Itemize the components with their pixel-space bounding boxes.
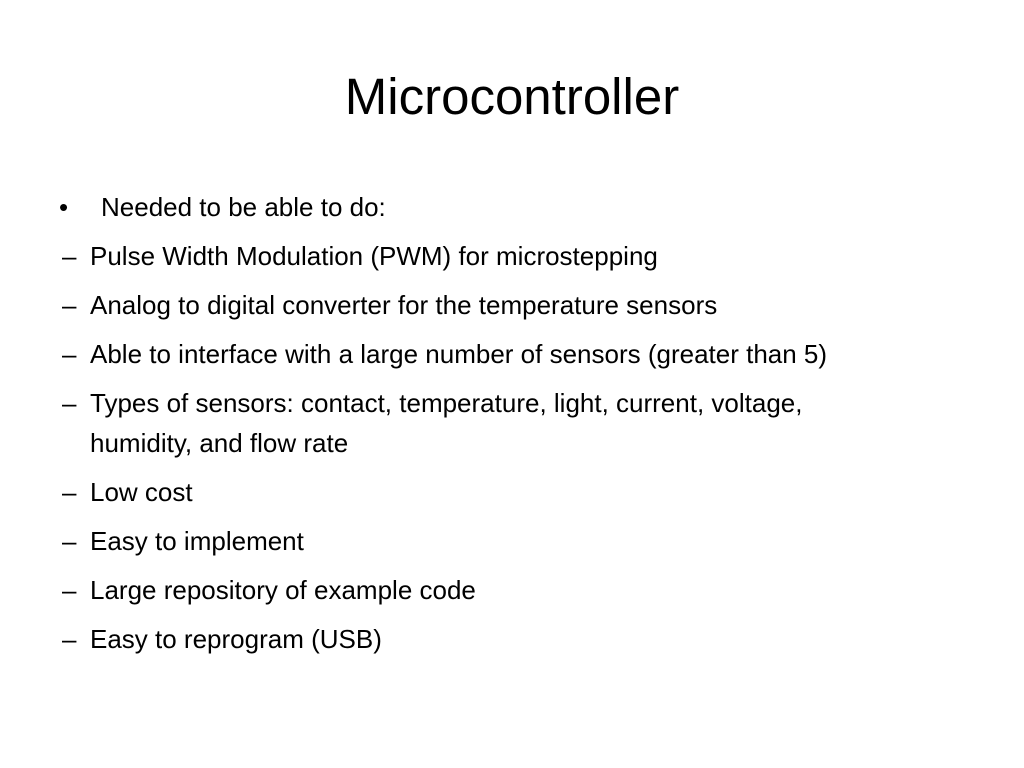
sub-bullet-marker: – [62, 526, 77, 556]
sub-bullet-marker: – [62, 241, 77, 271]
sub-bullet-item: – Analog to digital converter for the te… [62, 285, 892, 325]
sub-bullet-item: – Low cost [62, 472, 892, 512]
sub-bullet-list: – Pulse Width Modulation (PWM) for micro… [62, 236, 892, 668]
sub-bullet-text: Able to interface with a large number of… [90, 339, 828, 369]
sub-bullet-text: Pulse Width Modulation (PWM) for microst… [90, 241, 658, 271]
sub-bullet-marker: – [62, 624, 77, 654]
sub-bullet-marker: – [62, 388, 77, 418]
bullet-list: • Needed to be able to do: [55, 188, 955, 236]
sub-bullet-marker: – [62, 290, 77, 320]
sub-bullet-text: Types of sensors: contact, temperature, … [90, 388, 803, 458]
bullet-item: • Needed to be able to do: [55, 188, 955, 226]
bullet-text: Needed to be able to do: [101, 192, 386, 222]
sub-bullet-text: Easy to reprogram (USB) [90, 624, 382, 654]
bullet-marker: • [59, 192, 69, 222]
sub-bullet-text: Large repository of example code [90, 575, 476, 605]
sub-bullet-marker: – [62, 339, 77, 369]
sub-bullet-text: Easy to implement [90, 526, 304, 556]
sub-bullet-item: – Pulse Width Modulation (PWM) for micro… [62, 236, 892, 276]
slide-title: Microcontroller [344, 68, 680, 125]
sub-bullet-marker: – [62, 477, 77, 507]
sub-bullet-item: – Large repository of example code [62, 570, 892, 610]
sub-bullet-marker: – [62, 575, 77, 605]
sub-bullet-text: Low cost [90, 477, 193, 507]
sub-bullet-item: – Able to interface with a large number … [62, 334, 892, 374]
sub-bullet-item: – Types of sensors: contact, temperature… [62, 383, 892, 463]
sub-bullet-text: Analog to digital converter for the temp… [90, 290, 718, 320]
sub-bullet-item: – Easy to reprogram (USB) [62, 619, 892, 659]
sub-bullet-item: – Easy to implement [62, 521, 892, 561]
